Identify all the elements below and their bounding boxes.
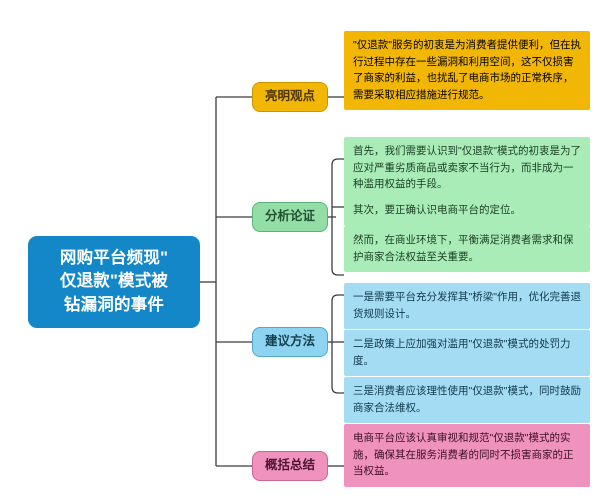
leaf-text-2-1: 首先，我们需要认识到"仅退款"模式的初衷是为了应对严重劣质商品或卖家不当行为，而… — [353, 145, 581, 191]
connector-branch-3-spine — [331, 294, 344, 394]
leaf-node-2-2[interactable]: 其次，要正确认识电商平台的定位。 — [344, 196, 590, 226]
branch-label-1: 亮明观点 — [264, 89, 315, 104]
leaf-node-3-2[interactable]: 二是政策上应加强对滥用"仅退款"模式的处罚力度。 — [344, 330, 590, 377]
leaf-node-1-1[interactable]: "仅退款"服务的初衷是为消费者提供便利，但在执行过程中存在一些漏洞和利用空间，这… — [344, 31, 590, 111]
central-topic-node[interactable]: 网购平台频现" 仅退款"模式被 钻漏洞的事件 — [28, 236, 200, 328]
leaf-node-3-1[interactable]: 一是需要平台充分发挥其"桥梁"作用，优化完善退货规则设计。 — [344, 283, 590, 330]
branch-label-4: 概括总结 — [264, 458, 315, 473]
leaf-text-2-2: 其次，要正确认识电商平台的定位。 — [353, 204, 521, 216]
leaf-text-2-3: 然而，在商业环境下，平衡满足消费者需求和保护商家合法权益至关重要。 — [353, 234, 574, 263]
leaf-node-4-1[interactable]: 电商平台应该认真审视和规范"仅退款"模式的实施，确保其在服务消费者的同时不损害商… — [344, 424, 590, 487]
branch-node-fenxilunzheng[interactable]: 分析论证 — [252, 202, 328, 232]
branch-node-gaikuozongjie[interactable]: 概括总结 — [252, 451, 328, 481]
leaf-text-3-2: 二是政策上应加强对滥用"仅退款"模式的处罚力度。 — [353, 338, 571, 367]
central-topic-label: 网购平台频现" 仅退款"模式被 钻漏洞的事件 — [59, 248, 169, 314]
branch-node-jianyifangfa[interactable]: 建议方法 — [252, 327, 328, 357]
branch-node-liangmingguandian[interactable]: 亮明观点 — [252, 82, 328, 112]
leaf-text-3-1: 一是需要平台充分发挥其"桥梁"作用，优化完善退货规则设计。 — [353, 291, 581, 320]
connector-branch-2-spine — [331, 158, 344, 276]
leaf-node-2-3[interactable]: 然而，在商业环境下，平衡满足消费者需求和保护商家合法权益至关重要。 — [344, 226, 590, 273]
branch-label-2: 分析论证 — [264, 209, 315, 224]
branch-label-3: 建议方法 — [264, 334, 315, 349]
leaf-text-1-1: "仅退款"服务的初衷是为消费者提供便利，但在执行过程中存在一些漏洞和利用空间，这… — [353, 39, 581, 101]
leaf-node-2-1[interactable]: 首先，我们需要认识到"仅退款"模式的初衷是为了应对严重劣质商品或卖家不当行为，而… — [344, 137, 590, 200]
leaf-text-3-3: 三是消费者应该理性使用"仅退款"模式，同时鼓励商家合法维权。 — [353, 385, 581, 414]
leaf-text-4-1: 电商平台应该认真审视和规范"仅退款"模式的实施，确保其在服务消费者的同时不损害商… — [353, 432, 574, 478]
leaf-node-3-3[interactable]: 三是消费者应该理性使用"仅退款"模式，同时鼓励商家合法维权。 — [344, 377, 590, 424]
